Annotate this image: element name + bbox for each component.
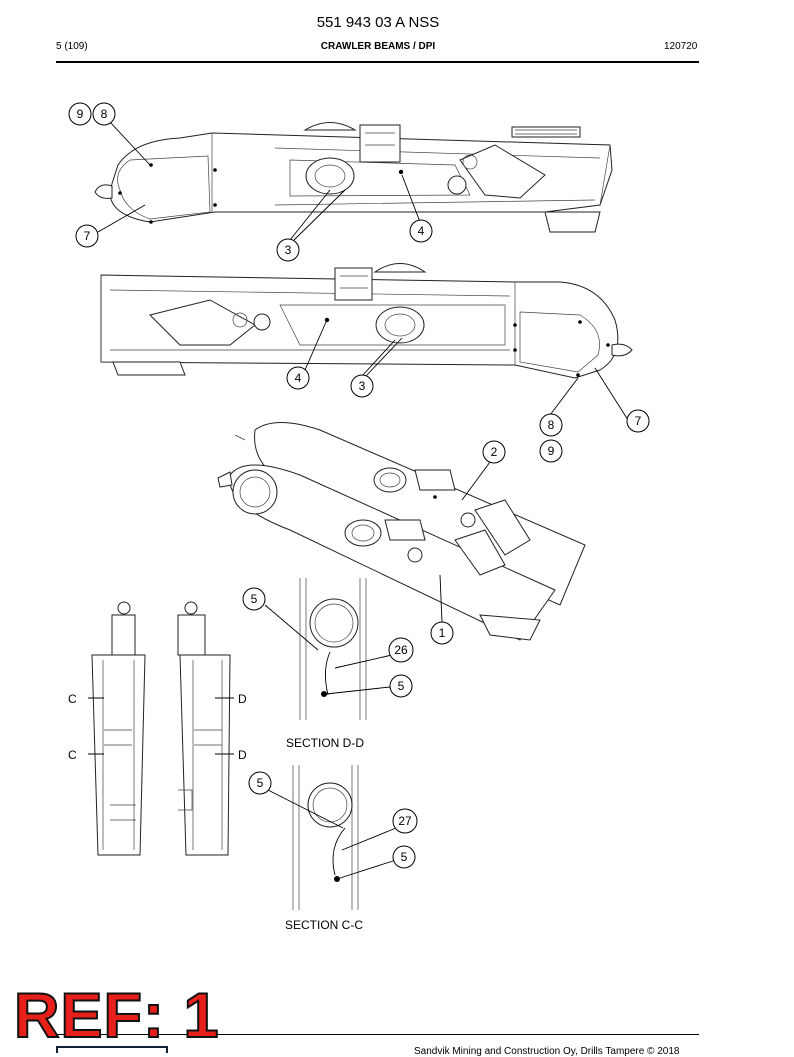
header-rule [56, 61, 699, 63]
callout-7: 7 [75, 224, 99, 248]
svg-text:7: 7 [635, 414, 642, 428]
callout-8: 8 [539, 413, 563, 437]
beam-view-top [94, 122, 613, 233]
callout-5: 5 [392, 845, 416, 869]
callout-1: 1 [430, 621, 454, 645]
callout-4: 4 [409, 219, 433, 243]
callout-7: 7 [626, 409, 650, 433]
revision-code: 120720 [664, 41, 698, 52]
front-view-left [88, 601, 146, 856]
svg-text:5: 5 [398, 679, 405, 693]
svg-text:1: 1 [439, 626, 446, 640]
section-cc-detail [292, 765, 359, 910]
callout-9: 9 [539, 439, 563, 463]
svg-text:26: 26 [394, 643, 408, 657]
callout-5: 5 [389, 674, 413, 698]
section-dd-detail [299, 578, 367, 720]
svg-text:9: 9 [548, 444, 555, 458]
section-mark-d-lower: D [238, 748, 247, 762]
page-number: 5 (109) [56, 41, 88, 52]
footer-rule [56, 1034, 699, 1035]
svg-text:2: 2 [491, 445, 498, 459]
svg-text:3: 3 [285, 243, 292, 257]
callout-5: 5 [242, 587, 266, 611]
section-cc-title: SECTION C-C [285, 918, 363, 932]
callout-4: 4 [286, 366, 310, 390]
svg-text:27: 27 [398, 814, 412, 828]
beam-view-side [100, 263, 633, 379]
callout-26: 26 [388, 637, 414, 663]
front-view-right [177, 601, 234, 856]
callout-27: 27 [392, 808, 418, 834]
svg-text:8: 8 [101, 107, 108, 121]
footer-copyright: Sandvik Mining and Construction Oy, Dril… [414, 1046, 680, 1057]
svg-text:5: 5 [251, 592, 258, 606]
callout-3: 3 [350, 374, 374, 398]
svg-text:9: 9 [77, 107, 84, 121]
logo-strip [56, 1046, 168, 1053]
callout-9: 9 [68, 102, 92, 126]
callout-5: 5 [248, 771, 272, 795]
svg-text:3: 3 [359, 379, 366, 393]
svg-text:4: 4 [418, 224, 425, 238]
callout-2: 2 [482, 440, 506, 464]
section-dd-title: SECTION D-D [286, 736, 364, 750]
beam-view-isometric [217, 422, 586, 641]
callout-3: 3 [276, 238, 300, 262]
section-mark-c-lower: C [68, 748, 77, 762]
svg-text:8: 8 [548, 418, 555, 432]
svg-text:4: 4 [295, 371, 302, 385]
svg-text:7: 7 [84, 229, 91, 243]
document-number: 551 943 03 A NSS [316, 14, 440, 31]
section-mark-d-upper: D [238, 692, 247, 706]
callout-8: 8 [92, 102, 116, 126]
section-title: CRAWLER BEAMS / DPI [320, 41, 436, 52]
ref-stamp: REF: 1 [13, 981, 220, 1051]
section-mark-c-upper: C [68, 692, 77, 706]
svg-text:5: 5 [401, 850, 408, 864]
svg-text:5: 5 [257, 776, 264, 790]
